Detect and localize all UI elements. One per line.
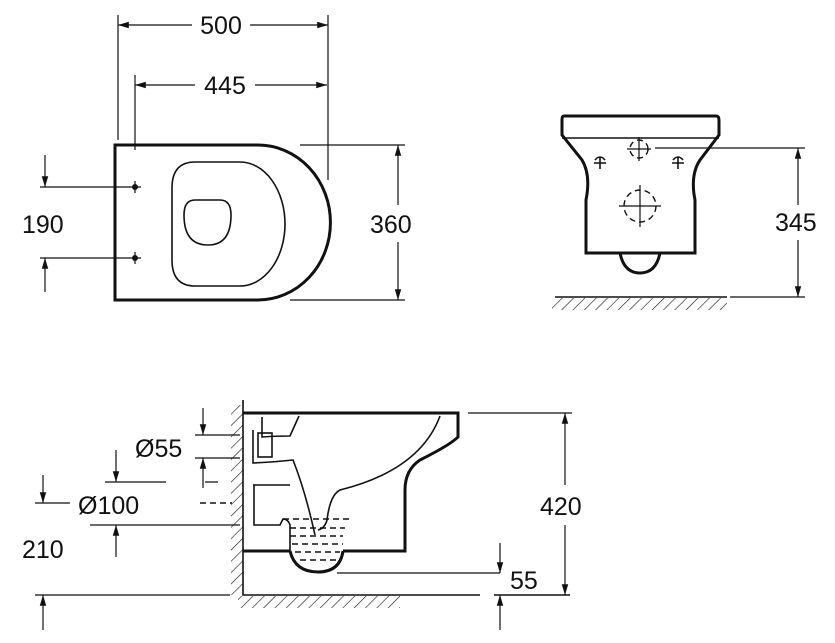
dim-inlet-diameter: Ø55 <box>135 435 182 463</box>
fixing-hole <box>129 181 141 193</box>
dim-total-height: 420 <box>540 493 582 521</box>
dim-outlet-diameter: Ø100 <box>78 492 139 520</box>
top-view: 500 445 190 360 <box>22 12 412 302</box>
dim-outlet-height: 210 <box>22 536 64 564</box>
seat-outline <box>171 161 286 287</box>
dim-width-inner: 445 <box>204 72 246 100</box>
fixing-hole <box>672 156 684 169</box>
side-view: Ø55 Ø100 210 420 55 <box>22 400 582 630</box>
dim-fixing-height: 345 <box>775 209 817 237</box>
front-view: 345 <box>552 114 817 310</box>
inlet-hole <box>627 137 651 161</box>
dim-bottom-offset: 55 <box>510 567 538 595</box>
dim-width-outer: 500 <box>200 12 242 40</box>
dim-hole-spacing: 190 <box>22 211 64 239</box>
dim-depth: 360 <box>370 211 412 239</box>
outlet-hole <box>619 185 661 227</box>
fixing-hole <box>594 156 606 169</box>
fixing-hole <box>129 252 141 264</box>
bowl-opening <box>183 199 232 246</box>
water-level <box>283 518 352 561</box>
bowl-outline <box>113 143 332 302</box>
